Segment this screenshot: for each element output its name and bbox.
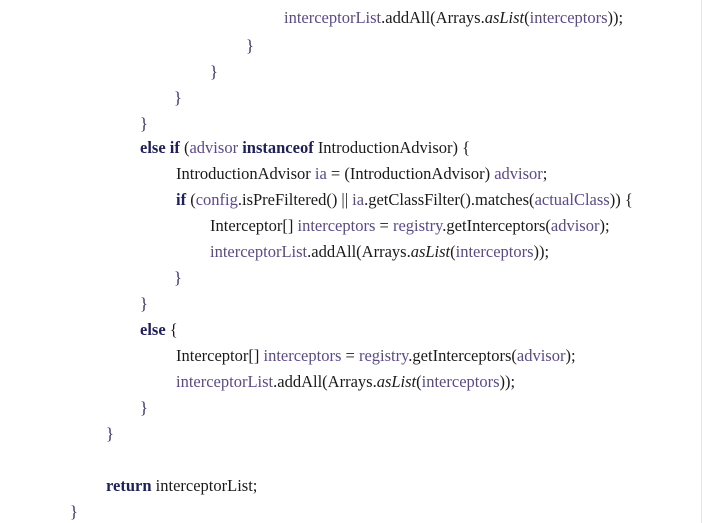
- code-token: }: [174, 88, 182, 107]
- code-token: )) {: [609, 190, 633, 209]
- code-line: }: [70, 502, 78, 522]
- code-token: instanceof: [242, 138, 314, 157]
- code-token: Interceptor[]: [176, 346, 264, 365]
- code-token: ));: [533, 242, 550, 261]
- code-token: IntroductionAdvisor) {: [313, 138, 471, 157]
- code-token: interceptorList: [176, 372, 274, 391]
- code-line: }: [246, 36, 254, 56]
- code-token: else if: [140, 138, 180, 157]
- code-token: config: [195, 190, 238, 209]
- code-token: }: [140, 398, 148, 417]
- code-token: (: [450, 242, 456, 261]
- code-token: }: [140, 114, 148, 133]
- code-line: }: [106, 424, 114, 444]
- code-token: interceptors: [529, 8, 608, 27]
- code-token: advisor: [516, 346, 566, 365]
- code-token: if: [176, 190, 187, 209]
- code-token: asList: [484, 8, 525, 27]
- code-token: (: [179, 138, 190, 157]
- code-token: ));: [607, 8, 624, 27]
- code-line: }: [140, 398, 148, 418]
- code-token: {: [165, 320, 178, 339]
- code-token: return: [106, 476, 152, 495]
- code-line: Interceptor[] interceptors = registry.ge…: [210, 216, 610, 236]
- code-token: advisor: [550, 216, 600, 235]
- code-token: }: [140, 294, 148, 313]
- code-token: interceptors: [455, 242, 534, 261]
- code-token: );: [565, 346, 576, 365]
- code-token: (: [416, 372, 422, 391]
- code-token: = (IntroductionAdvisor): [326, 164, 495, 183]
- code-token: registry: [358, 346, 409, 365]
- code-token: }: [246, 36, 254, 55]
- code-token: actualClass: [534, 190, 610, 209]
- code-line: interceptorList.addAll(Arrays.asList(int…: [210, 242, 549, 262]
- code-line: }: [174, 88, 182, 108]
- code-token: .getClassFilter().matches(: [364, 190, 535, 209]
- code-token: .addAll(Arrays.: [307, 242, 411, 261]
- code-token: (: [186, 190, 196, 209]
- code-token: IntroductionAdvisor: [176, 164, 315, 183]
- code-line: else {: [140, 320, 178, 340]
- code-line: else if (advisor instanceof Introduction…: [140, 138, 470, 158]
- code-line: interceptorList.addAll(Arrays.asList(int…: [176, 372, 515, 392]
- code-token: asList: [410, 242, 451, 261]
- code-token: asList: [376, 372, 417, 391]
- code-token: .getInterceptors(: [408, 346, 517, 365]
- code-token: =: [375, 216, 393, 235]
- code-line: }: [210, 62, 218, 82]
- code-token: interceptorList: [210, 242, 308, 261]
- code-token: .isPreFiltered() ||: [237, 190, 353, 209]
- code-token: }: [210, 62, 218, 81]
- code-token: (: [524, 8, 530, 27]
- code-token: .getInterceptors(: [442, 216, 551, 235]
- code-token: interceptors: [297, 216, 376, 235]
- code-token: ia: [352, 190, 365, 209]
- code-line: }: [174, 268, 182, 288]
- code-token: }: [106, 424, 114, 443]
- code-line: }: [140, 294, 148, 314]
- code-token: interceptors: [263, 346, 342, 365]
- code-token: .addAll(Arrays.: [273, 372, 377, 391]
- code-line: return interceptorList;: [106, 476, 257, 496]
- code-token: );: [599, 216, 610, 235]
- code-token: interceptorList: [284, 8, 382, 27]
- code-token: =: [341, 346, 359, 365]
- code-line: IntroductionAdvisor ia = (IntroductionAd…: [176, 164, 547, 184]
- code-token: }: [70, 502, 78, 521]
- code-token: interceptorList;: [151, 476, 258, 495]
- code-line: interceptorList.addAll(Arrays.asList(int…: [284, 8, 623, 28]
- code-token: interceptors: [421, 372, 500, 391]
- code-token: ia: [314, 164, 327, 183]
- code-token: advisor: [494, 164, 543, 183]
- code-token: .addAll(Arrays.: [381, 8, 485, 27]
- code-token: ));: [499, 372, 516, 391]
- code-token: else: [140, 320, 166, 339]
- code-line: Interceptor[] interceptors = registry.ge…: [176, 346, 576, 366]
- code-line: if (config.isPreFiltered() || ia.getClas…: [176, 190, 633, 210]
- code-token: Interceptor[]: [210, 216, 298, 235]
- code-token: ;: [542, 164, 548, 183]
- code-line: }: [140, 114, 148, 134]
- code-token: registry: [392, 216, 443, 235]
- code-token: advisor: [189, 138, 239, 157]
- code-token: }: [174, 268, 182, 287]
